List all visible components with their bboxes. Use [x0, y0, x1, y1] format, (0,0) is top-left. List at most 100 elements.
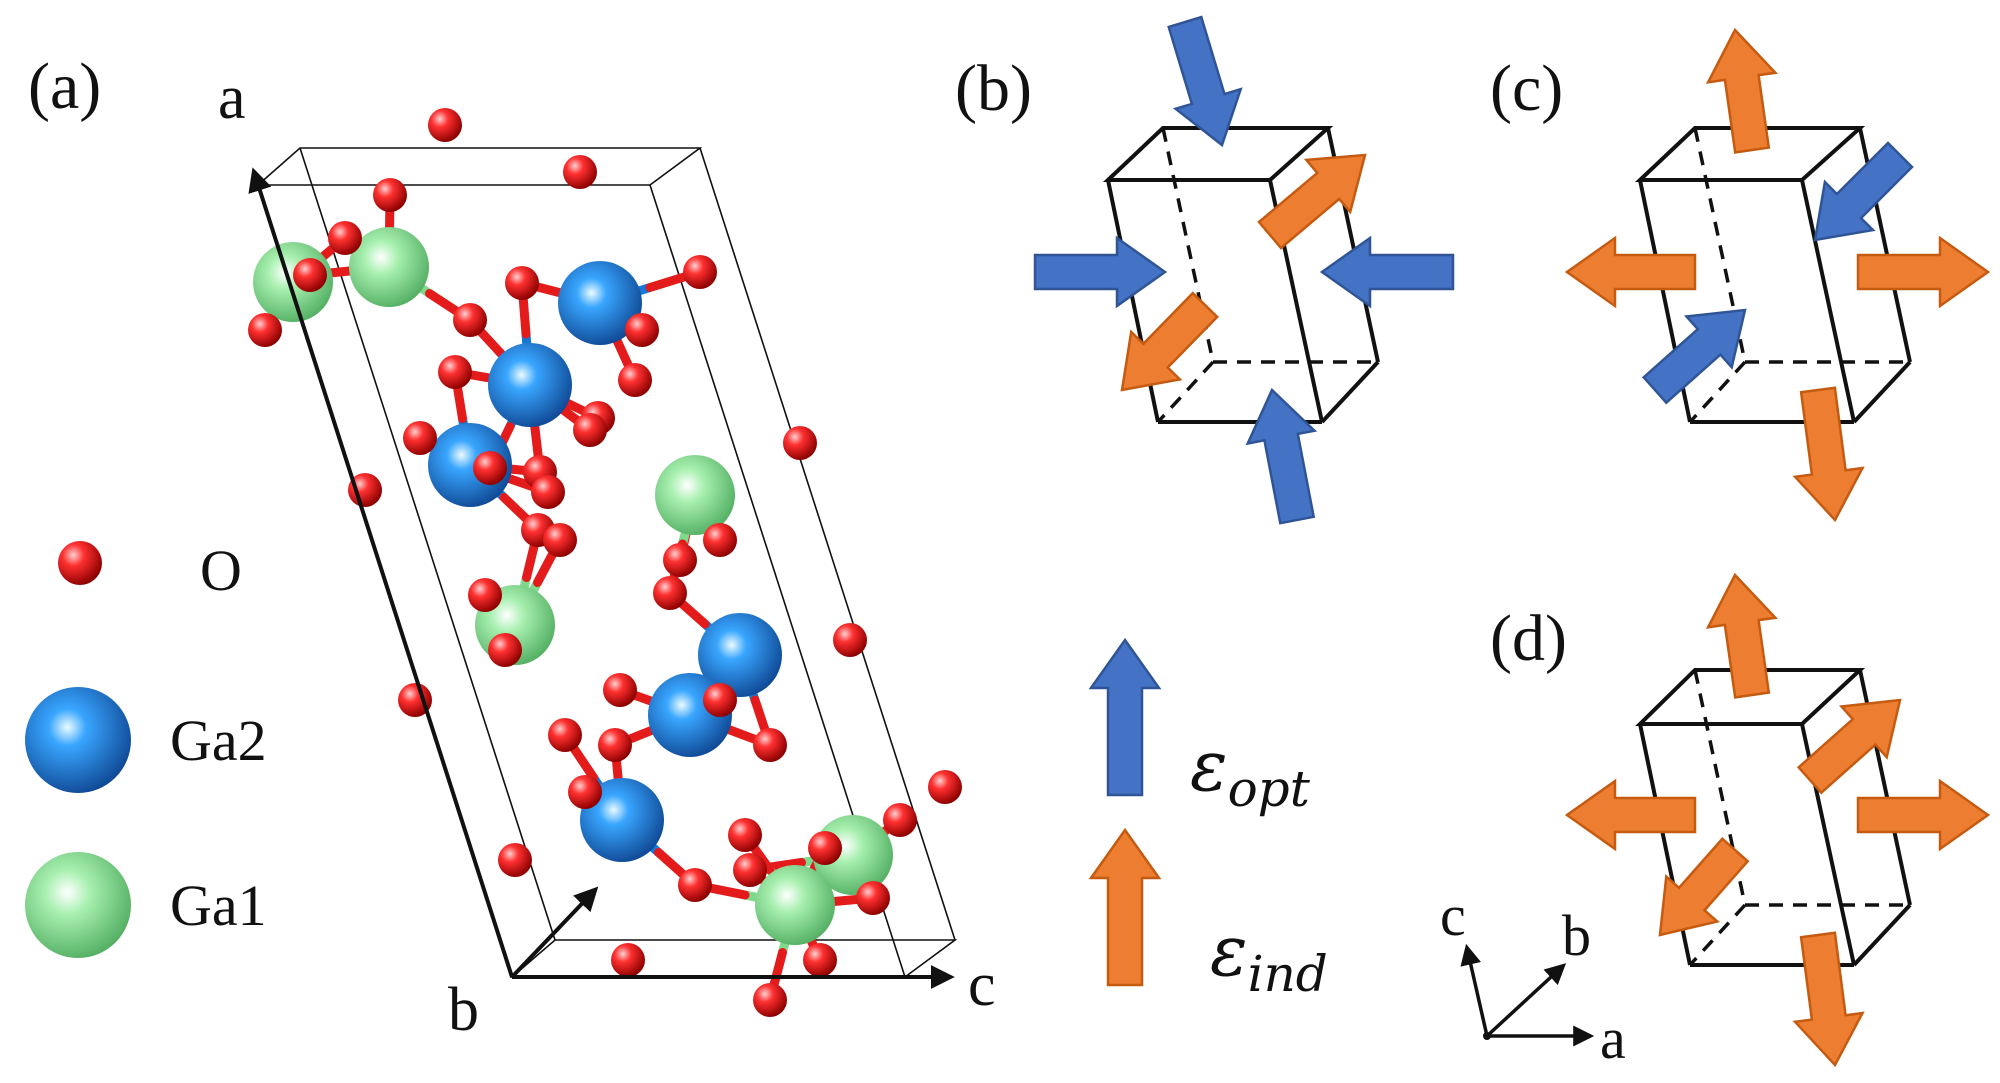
induced-strain-arrow [1792, 931, 1865, 1068]
optical-strain-arrow [1245, 387, 1318, 525]
crystal-structure: a b c [218, 64, 996, 1044]
oxygen-atom [348, 473, 382, 507]
oxygen-atom [573, 413, 607, 447]
strain-legend: εopt εind [1088, 637, 1328, 1003]
crystal-axis-c-label: c [968, 951, 996, 1019]
panel-label-d: (d) [1490, 602, 1567, 675]
panel-label-a: (a) [28, 50, 101, 123]
induced-strain-arrow [1705, 27, 1778, 154]
oxygen-atom [438, 355, 472, 389]
induced-strain-arrow [1564, 778, 1697, 852]
induced-strain-epsilon: ε [1210, 910, 1248, 992]
induced-strain-arrow [1792, 386, 1865, 523]
ga2-atom [698, 613, 782, 697]
oxygen-atom [703, 523, 737, 557]
ga1-atom [755, 865, 835, 945]
oxygen-atom [505, 266, 539, 300]
oxygen-atom [473, 451, 507, 485]
ga1-atom [655, 455, 735, 535]
oxygen-atom [856, 881, 890, 915]
oxygen-atom [468, 578, 502, 612]
orientation-axes: c b a [1440, 883, 1626, 1071]
oxygen-atom [498, 843, 532, 877]
induced-strain-arrow [1564, 235, 1697, 309]
induced-strain-arrow [1257, 153, 1367, 250]
oxygen-atom [663, 543, 697, 577]
oxygen-atom [653, 576, 687, 610]
optical-strain-arrow [1813, 141, 1914, 242]
optical-strain-arrow [1319, 235, 1455, 309]
oxygen-atom [598, 728, 632, 762]
oxygen-atom [428, 108, 462, 142]
induced-strain-subscript: ind [1248, 945, 1328, 1003]
oxygen-atom [753, 983, 787, 1017]
oxygen-atom [453, 303, 487, 337]
oxygen-atom [543, 523, 577, 557]
oxygen-atom [618, 363, 652, 397]
ga2-atom [558, 261, 642, 345]
ga1-legend-label: Ga1 [170, 873, 267, 938]
ga2-atom [428, 423, 512, 507]
induced-strain-arrow [1705, 572, 1778, 699]
panel-label-b: (b) [955, 52, 1032, 125]
oxygen-atom [733, 853, 767, 887]
ga2-atom [580, 778, 664, 862]
crystal-axis-b-label: b [448, 976, 479, 1044]
oxygen-atom [328, 221, 362, 255]
oxygen-atom [883, 803, 917, 837]
induced-strain-arrow [1856, 778, 1991, 852]
ga2-atom [488, 343, 572, 427]
induced-strain-arrow [1856, 235, 1991, 309]
oxygen-atom [293, 258, 327, 292]
oxygen-atom [808, 831, 842, 865]
oxygen-atom [783, 426, 817, 460]
optical-strain-symbol: εopt [1190, 725, 1311, 818]
induced-strain-symbol: εind [1210, 910, 1328, 1003]
ga2-legend-label: Ga2 [170, 708, 267, 773]
oxygen-atom [603, 673, 637, 707]
oxygen-atom [398, 683, 432, 717]
induced-strain-arrow [1120, 291, 1219, 392]
oxygen-atom [625, 313, 659, 347]
oxygen-atom [548, 718, 582, 752]
optical-strain-arrow [1641, 308, 1747, 405]
strain-arrows [1033, 15, 1991, 1068]
oxygen-atom [683, 255, 717, 289]
ga2-legend-icon [25, 687, 131, 793]
ga1-atom [349, 227, 429, 307]
oxygen-atom [248, 313, 282, 347]
optical-strain-arrow [1033, 235, 1168, 309]
induced-strain-arrow [1796, 698, 1902, 795]
oxygen-atom [928, 770, 962, 804]
optical-strain-legend-icon [1088, 637, 1162, 797]
oxygen-atom [728, 818, 762, 852]
optical-strain-epsilon: ε [1190, 725, 1228, 807]
oxygen-atom [563, 155, 597, 189]
oxygen-atom [833, 623, 867, 657]
optical-strain-subscript: opt [1228, 760, 1311, 818]
panel-label-c: (c) [1490, 52, 1563, 125]
crystal-axes: a b c [218, 64, 996, 1044]
oxygen-atom [753, 728, 787, 762]
oxygen-atom [803, 943, 837, 977]
induced-strain-arrow [1658, 837, 1750, 937]
atoms [248, 108, 962, 1017]
orientation-axis-c-label: c [1440, 883, 1466, 948]
ga1-legend-icon [25, 852, 131, 958]
oxygen-atom [611, 943, 645, 977]
crystal-axis-a-label: a [218, 64, 246, 132]
orientation-axis-a-label: a [1600, 1006, 1626, 1071]
oxygen-atom [678, 868, 712, 902]
oxygen-legend-label: O [200, 538, 242, 603]
oxygen-atom [373, 178, 407, 212]
induced-strain-legend-icon [1088, 827, 1162, 987]
oxygen-atom [488, 633, 522, 667]
oxygen-atom [568, 775, 602, 809]
optical-strain-arrow [1167, 15, 1243, 148]
oxygen-atom [703, 683, 737, 717]
oxygen-atom [403, 421, 437, 455]
oxygen-atom [531, 475, 565, 509]
orientation-axis-b-label: b [1562, 903, 1591, 968]
oxygen-legend-icon [58, 541, 102, 585]
